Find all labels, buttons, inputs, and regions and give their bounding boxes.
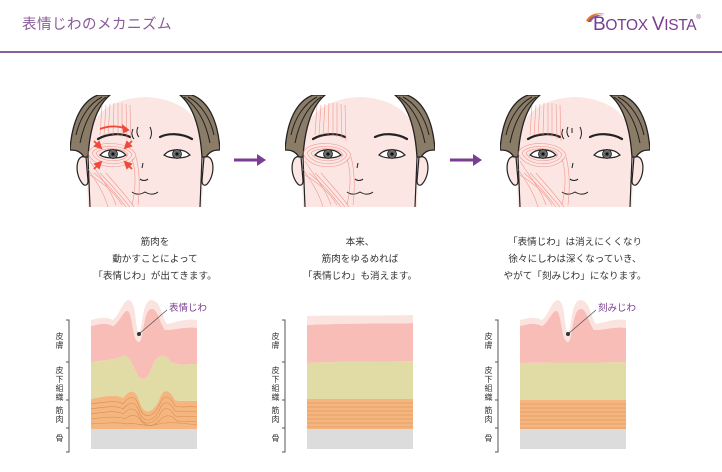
layer-bracket: [282, 319, 286, 453]
layer-label-skin: 皮膚: [55, 332, 64, 350]
caption-line: 「表情じわ」も消えます。: [302, 270, 418, 282]
layer-label-bone: 骨: [55, 434, 64, 443]
face-illustration-relaxed: [285, 95, 435, 207]
layer-label-skin: 皮膚: [271, 332, 280, 350]
callout-expression-wrinkle: 表情じわ: [169, 303, 208, 314]
layer-label-muscle: 筋肉: [271, 406, 280, 424]
face-illustration-etched: [500, 95, 650, 207]
header: 表情じわのメカニズム BOTOX VISTA®: [0, 0, 722, 53]
muscle-contraction-arrows-icon: [93, 123, 133, 170]
right-arrow-icon: [232, 152, 268, 166]
layer-label-bone: 骨: [484, 434, 493, 443]
layer-label-skin: 皮膚: [484, 332, 493, 350]
caption-line: 徐々にしわは深くなっていき、: [508, 253, 642, 265]
layer-label-muscle: 筋肉: [484, 406, 493, 424]
caption-line: 筋肉をゆるめれば: [321, 253, 399, 265]
logo-swoosh-icon: [586, 13, 606, 22]
skin-cross-section-smooth: 皮膚 皮下組織 筋肉 骨: [271, 296, 451, 456]
caption-line: やがて「刻みじわ」になります。: [503, 270, 647, 282]
page-title: 表情じわのメカニズム: [22, 17, 172, 33]
callout-etched-wrinkle: 刻みじわ: [598, 303, 637, 314]
skin-cross-section-expression: 表情じわ 皮膚 皮下組織 筋肉 骨: [55, 296, 235, 456]
face-illustration-contracting: [70, 95, 220, 207]
caption-panel-3: 「表情じわ」は消えにくくなり 徐々にしわは深くなっていき、 やがて「刻みじわ」に…: [455, 235, 695, 285]
logo-text: BOTOX VISTA®: [593, 14, 701, 35]
layer-label-bone: 骨: [271, 434, 280, 443]
layer-bracket: [495, 319, 499, 453]
caption-line: 本来、: [345, 237, 375, 248]
right-arrow-icon: [448, 152, 484, 166]
caption-line: 「表情じわ」は消えにくくなり: [507, 237, 643, 248]
layer-label-muscle: 筋肉: [55, 406, 64, 424]
caption-panel-2: 本来、 筋肉をゆるめれば 「表情じわ」も消えます。: [240, 235, 480, 285]
layer-bracket: [66, 319, 70, 453]
header-divider: [0, 51, 722, 53]
botox-vista-logo: BOTOX VISTA®: [585, 9, 710, 35]
layer-label-subcutaneous: 皮下組織: [55, 366, 64, 402]
caption-line: 動かすことによって: [112, 253, 198, 265]
skin-cross-section-etched: 刻みじわ 皮膚 皮下組織 筋肉 骨: [484, 296, 664, 456]
caption-line: 「表情じわ」が出てきます。: [93, 270, 217, 282]
layer-label-subcutaneous: 皮下組織: [484, 366, 493, 402]
caption-panel-1: 筋肉を 動かすことによって 「表情じわ」が出てきます。: [35, 235, 275, 285]
caption-line: 筋肉を: [140, 237, 170, 248]
layer-label-subcutaneous: 皮下組織: [271, 366, 280, 402]
